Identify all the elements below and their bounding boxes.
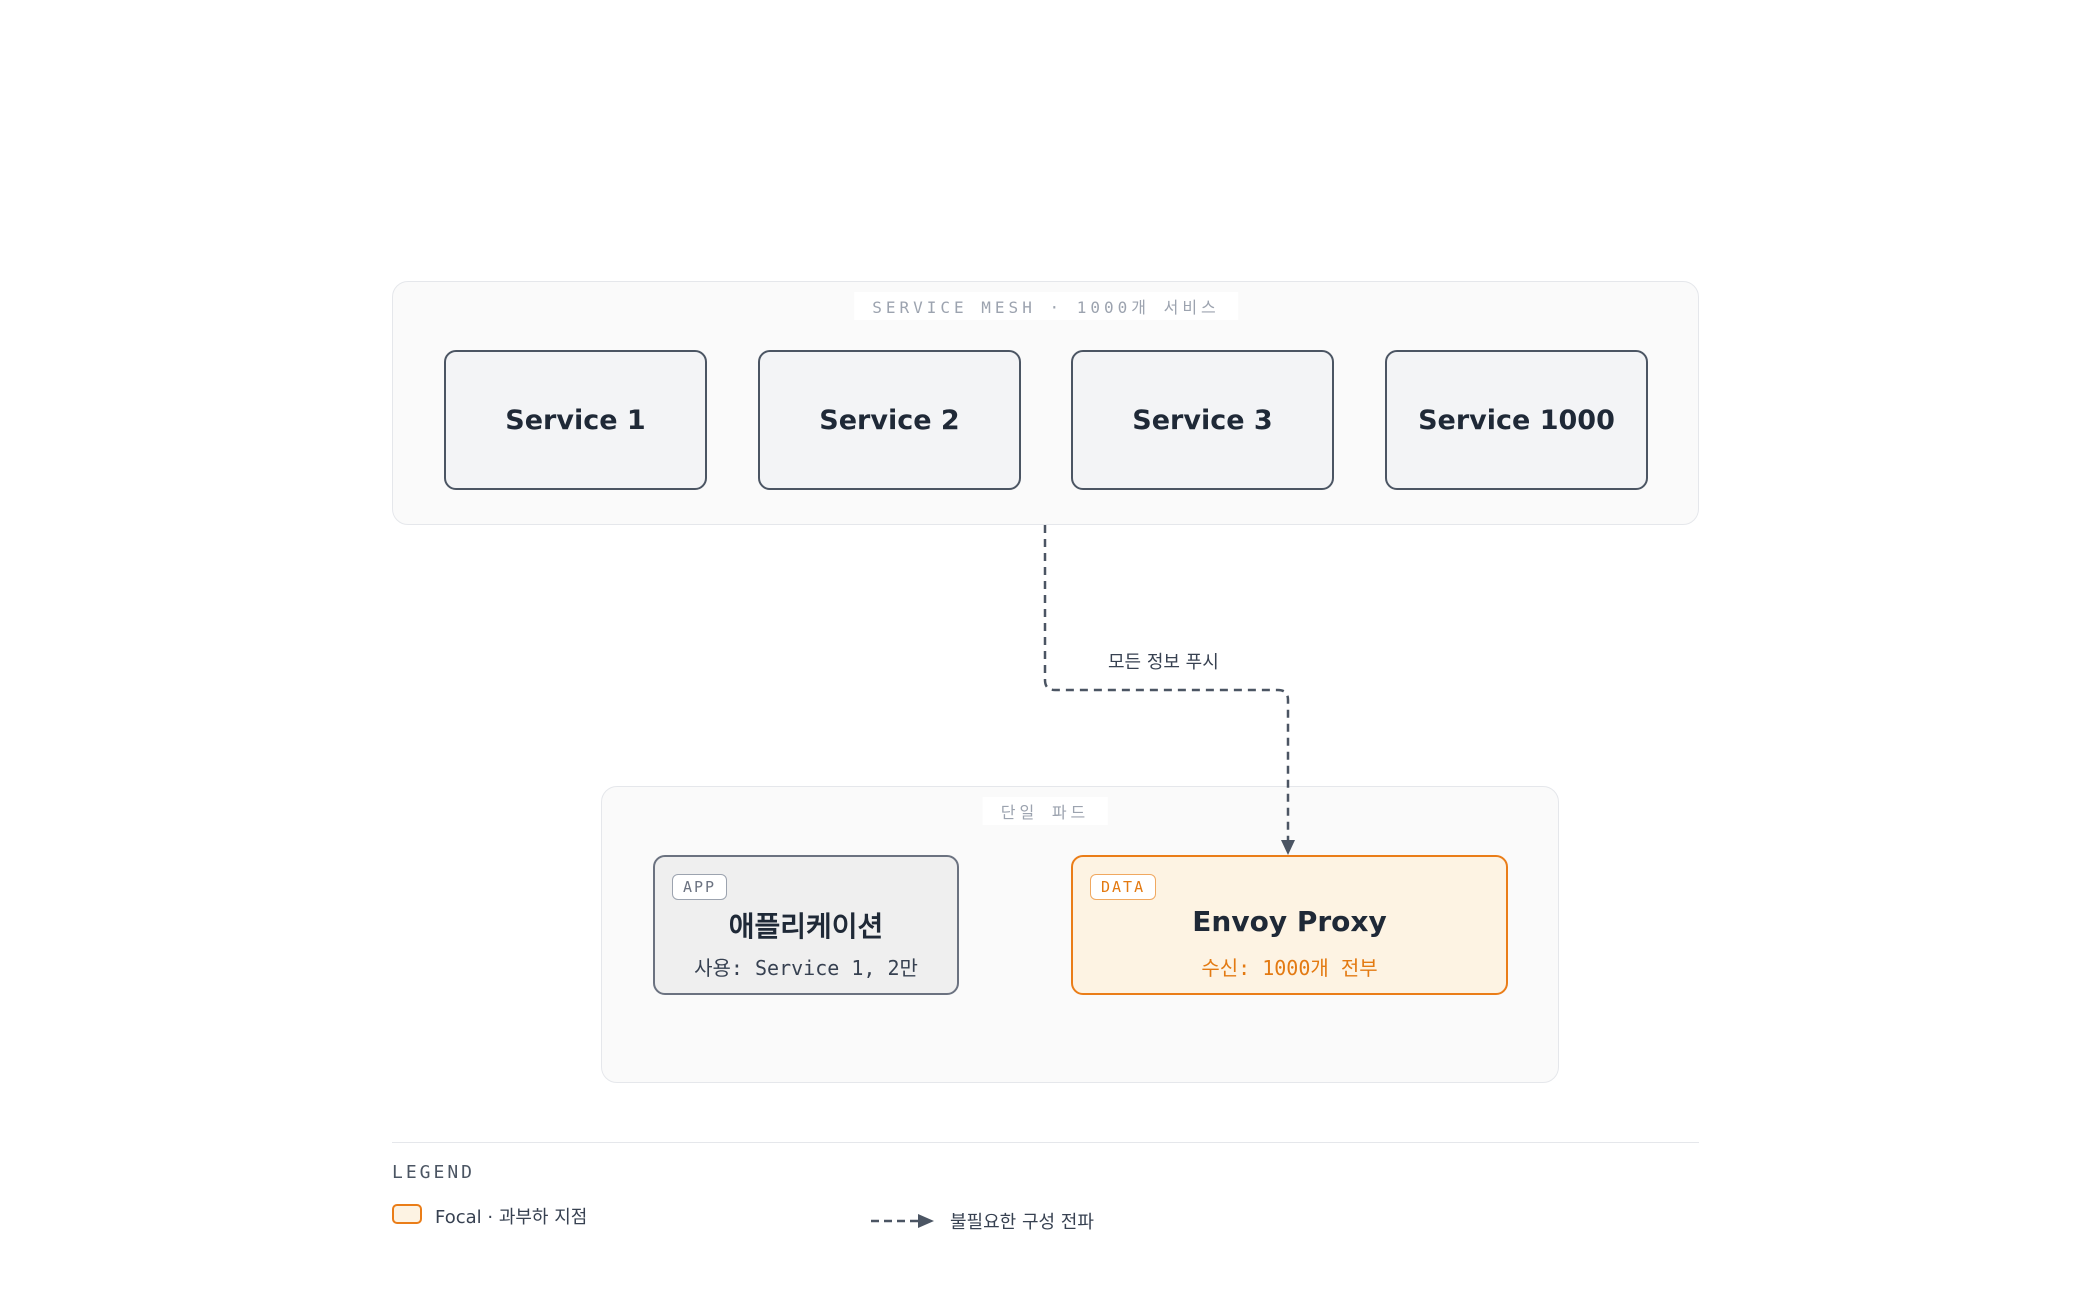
edge-label: 모든 정보 푸시 bbox=[1108, 652, 1219, 673]
envoy-proxy-node[interactable]: DATA Envoy Proxy 수신: 1000개 전부 bbox=[1071, 855, 1508, 995]
pod-cluster-label: 단일 파드 bbox=[982, 797, 1108, 825]
app-tag: APP bbox=[672, 874, 728, 900]
service-label: Service 3 bbox=[1132, 404, 1273, 436]
service-label: Service 1000 bbox=[1418, 404, 1615, 436]
legend-focal-swatch bbox=[392, 1204, 422, 1224]
legend-arrowhead bbox=[918, 1214, 934, 1228]
proxy-tag: DATA bbox=[1090, 874, 1157, 900]
service-label: Service 1 bbox=[505, 404, 646, 436]
app-subtitle: 사용: Service 1, 2만 bbox=[694, 956, 918, 980]
service-node-1000[interactable]: Service 1000 bbox=[1385, 350, 1648, 490]
service-mesh-label: SERVICE MESH · 1000개 서비스 bbox=[854, 292, 1238, 320]
legend-propagation-label: 불필요한 구성 전파 bbox=[950, 1212, 1094, 1233]
service-node-2[interactable]: Service 2 bbox=[758, 350, 1021, 490]
service-node-1[interactable]: Service 1 bbox=[444, 350, 707, 490]
app-node[interactable]: APP 애플리케이션 사용: Service 1, 2만 bbox=[653, 855, 959, 995]
legend-divider bbox=[392, 1142, 1699, 1143]
legend-title: LEGEND bbox=[392, 1162, 476, 1183]
service-node-3[interactable]: Service 3 bbox=[1071, 350, 1334, 490]
proxy-subtitle: 수신: 1000개 전부 bbox=[1201, 956, 1378, 980]
proxy-title: Envoy Proxy bbox=[1192, 905, 1387, 938]
legend-focal-label: Focal · 과부하 지점 bbox=[435, 1207, 588, 1228]
service-label: Service 2 bbox=[819, 404, 960, 436]
app-title: 애플리케이션 bbox=[728, 910, 884, 943]
